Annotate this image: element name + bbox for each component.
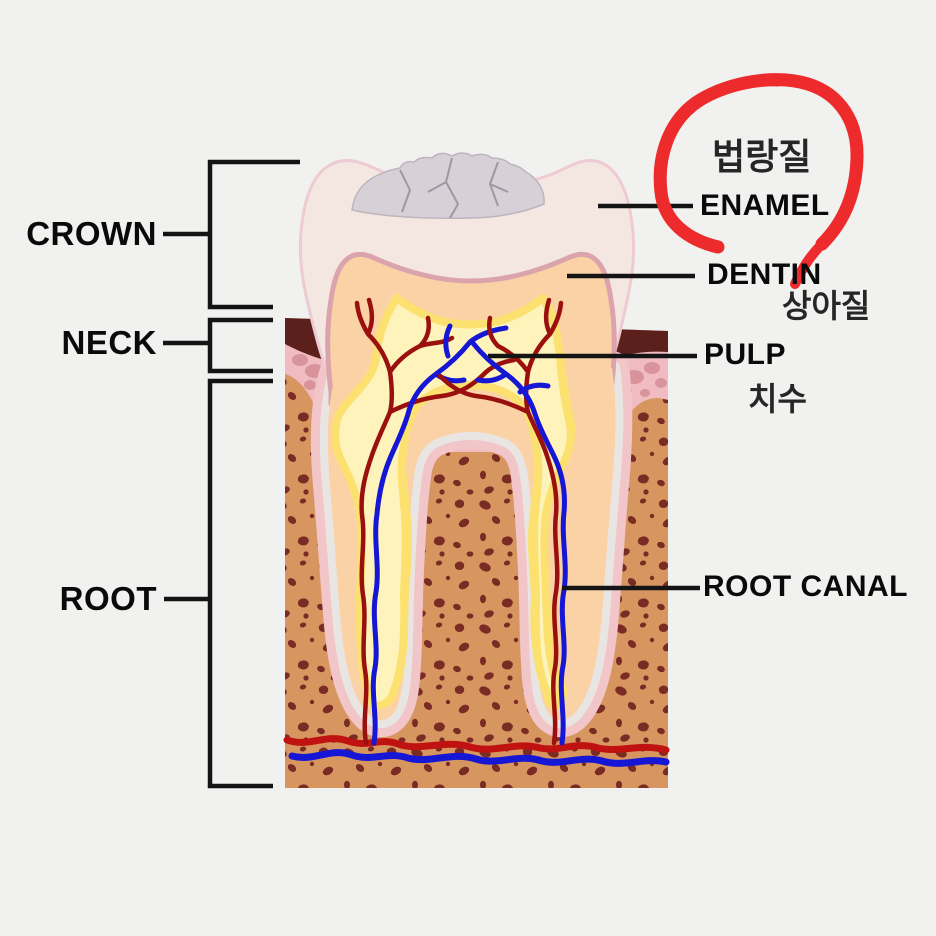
annotation-lines bbox=[163, 159, 700, 789]
label-root-canal: ROOT CANAL bbox=[703, 570, 908, 603]
crown-bracket bbox=[207, 159, 300, 310]
left-vein bbox=[370, 323, 509, 746]
bottom-vein bbox=[288, 749, 670, 767]
label-enamel-korean: 법랑질 bbox=[712, 136, 812, 177]
right-vein bbox=[469, 339, 568, 746]
label-dentin: DENTIN bbox=[707, 258, 822, 291]
label-root: ROOT bbox=[59, 580, 157, 617]
label-crown: CROWN bbox=[26, 215, 157, 252]
label-pulp: PULP bbox=[704, 338, 787, 371]
tooth bbox=[283, 152, 670, 767]
label-enamel: ENAMEL bbox=[700, 189, 830, 222]
neck-bracket bbox=[207, 317, 273, 374]
label-dentin-korean: 상아질 bbox=[782, 288, 871, 324]
label-neck: NECK bbox=[61, 324, 157, 361]
red-highlight-circle bbox=[653, 73, 864, 289]
label-pulp-korean: 치수 bbox=[748, 381, 807, 417]
root-bracket bbox=[207, 378, 273, 789]
bottom-artery bbox=[283, 735, 670, 754]
occlusal-cracks bbox=[399, 157, 509, 219]
occlusal-surface bbox=[351, 152, 545, 219]
blood-vessels bbox=[283, 297, 670, 767]
